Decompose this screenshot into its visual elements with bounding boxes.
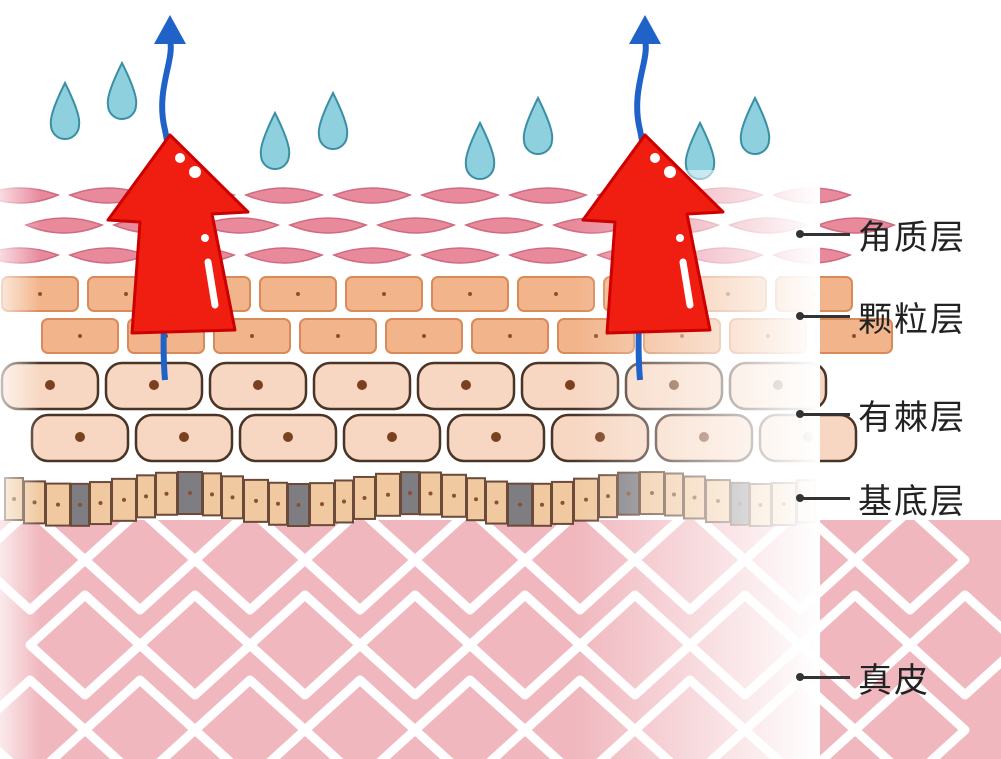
label-stratum-basale: 基底层 bbox=[796, 474, 966, 523]
label-text: 有棘层 bbox=[858, 398, 966, 438]
dermis-fiber bbox=[850, 675, 970, 759]
leader-line bbox=[796, 230, 850, 238]
flow-arrowhead-icon bbox=[629, 15, 661, 44]
flow-arrowhead-icon bbox=[154, 15, 186, 44]
dermis-fiber bbox=[905, 590, 1001, 700]
label-stratum-corneum: 角质层 bbox=[796, 210, 966, 259]
dermis-fiber bbox=[850, 505, 970, 615]
label-text: 基底层 bbox=[858, 482, 966, 522]
leader-line bbox=[796, 673, 850, 681]
water-drop-icon bbox=[106, 60, 138, 120]
corneum-flake bbox=[815, 217, 897, 234]
label-text: 颗粒层 bbox=[858, 300, 966, 340]
water-drop-icon bbox=[49, 80, 81, 140]
water-drop-icon bbox=[739, 95, 771, 155]
label-dermis: 真皮 bbox=[796, 653, 930, 702]
granular-nucleus bbox=[852, 334, 856, 338]
label-stratum-granulosum: 颗粒层 bbox=[796, 292, 966, 341]
arrow-highlight bbox=[664, 166, 676, 178]
label-text: 真皮 bbox=[858, 661, 930, 701]
leader-line bbox=[796, 410, 850, 418]
arrow-highlight bbox=[676, 234, 684, 242]
label-text: 角质层 bbox=[858, 218, 966, 258]
water-drop-icon bbox=[317, 90, 349, 150]
label-stratum-spinosum: 有棘层 bbox=[796, 390, 966, 439]
water-loss-arrows bbox=[106, 15, 725, 381]
arrow-highlight bbox=[679, 258, 694, 309]
arrow-highlight bbox=[201, 234, 209, 242]
leader-line bbox=[796, 312, 850, 320]
water-drop-icon bbox=[522, 95, 554, 155]
water-drop-icon bbox=[259, 110, 291, 170]
arrow-highlight bbox=[189, 166, 201, 178]
arrow-highlight bbox=[650, 153, 660, 163]
leader-line bbox=[796, 494, 850, 502]
arrow-highlight bbox=[204, 258, 219, 309]
arrow-highlight bbox=[175, 153, 185, 163]
